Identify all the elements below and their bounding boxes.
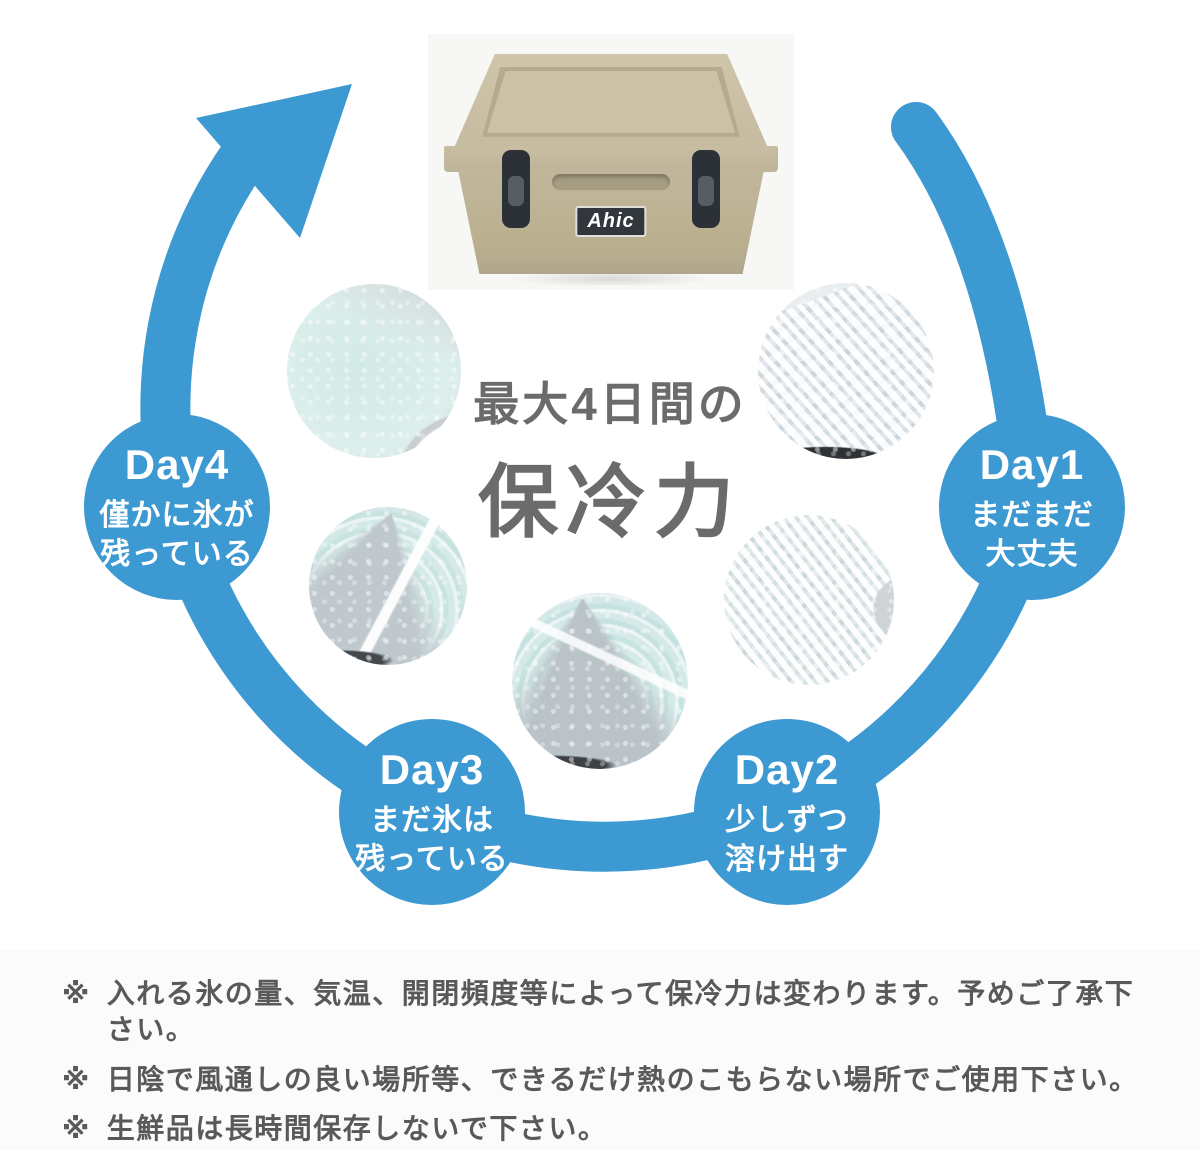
footnotes-section: ※ 入れる氷の量、気温、開閉頻度等によって保冷力は変わります。予めご了承下さい。… xyxy=(0,950,1200,1150)
cooler-lid-panel xyxy=(486,70,736,133)
cooler-lid-edge xyxy=(444,146,778,172)
day2-text-line1: 少しずつ xyxy=(725,803,849,837)
day2-text-line2: 溶け出す xyxy=(725,842,849,876)
ice-photo-day1 xyxy=(758,283,934,459)
cooler-image: Ahic xyxy=(428,34,794,290)
ice-photo-day2-3 xyxy=(512,593,688,769)
footnote-1-text: 入れる氷の量、気温、開閉頻度等によって保冷力は変わります。予めご了承下さい。 xyxy=(106,978,1135,1046)
cooler-latch-left-hole xyxy=(508,176,524,206)
day1-label: Day1 xyxy=(979,440,1085,488)
day4-text-line2: 残っている xyxy=(100,537,254,571)
footnote-3-text: 生鮮品は長時間保存しないで下さい。 xyxy=(106,1113,608,1145)
cooler-ground-shadow xyxy=(468,273,754,285)
note-marker-icon: ※ xyxy=(62,1063,91,1095)
headline-line2: 保冷力 xyxy=(478,458,742,547)
day3-text-line1: まだ氷は xyxy=(370,803,494,837)
cooler-latch-left xyxy=(502,150,530,228)
day4-badge: Day4 僅かに氷が 残っている xyxy=(84,414,270,600)
brand-badge: Ahic xyxy=(575,206,647,237)
note-marker-icon: ※ xyxy=(62,978,91,1009)
footnote-2: ※ 日陰で風通しの良い場所等、できるだけ熱のこもらない場所でご使用下さい。 xyxy=(62,1062,1160,1098)
day1-text-line2: 大丈夫 xyxy=(985,537,1079,571)
footnote-3: ※ 生鮮品は長時間保存しないで下さい。 xyxy=(62,1111,1160,1147)
cooler-lid xyxy=(454,54,768,148)
day3-label: Day3 xyxy=(379,745,485,793)
note-marker-icon: ※ xyxy=(62,1113,91,1145)
cooler-handle xyxy=(552,174,670,190)
day4-label: Day4 xyxy=(124,440,230,488)
day2-label: Day2 xyxy=(734,745,840,793)
footnote-2-text: 日陰で風通しの良い場所等、できるだけ熱のこもらない場所でご使用下さい。 xyxy=(106,1063,1139,1095)
ice-photo-day3 xyxy=(309,507,467,665)
day1-text-line1: まだまだ xyxy=(970,498,1094,532)
cooler-latch-right xyxy=(692,150,720,228)
headline-line1: 最大4日間の xyxy=(473,378,747,430)
footnote-1: ※ 入れる氷の量、気温、開閉頻度等によって保冷力は変わります。予めご了承下さい。 xyxy=(62,976,1160,1049)
day1-badge: Day1 まだまだ 大丈夫 xyxy=(939,414,1125,600)
day4-text-line1: 僅かに氷が xyxy=(99,498,255,532)
ice-photo-day4 xyxy=(287,284,461,458)
day2-badge: Day2 少しずつ 溶け出す xyxy=(694,719,880,905)
cycle-arrow-icon xyxy=(196,84,352,238)
headline: 最大4日間の 保冷力 xyxy=(400,368,820,554)
day3-text-line2: 残っている xyxy=(355,842,509,876)
ice-photo-day2 xyxy=(724,515,894,685)
cooler-latch-right-hole xyxy=(698,176,714,206)
day3-badge: Day3 まだ氷は 残っている xyxy=(339,719,525,905)
